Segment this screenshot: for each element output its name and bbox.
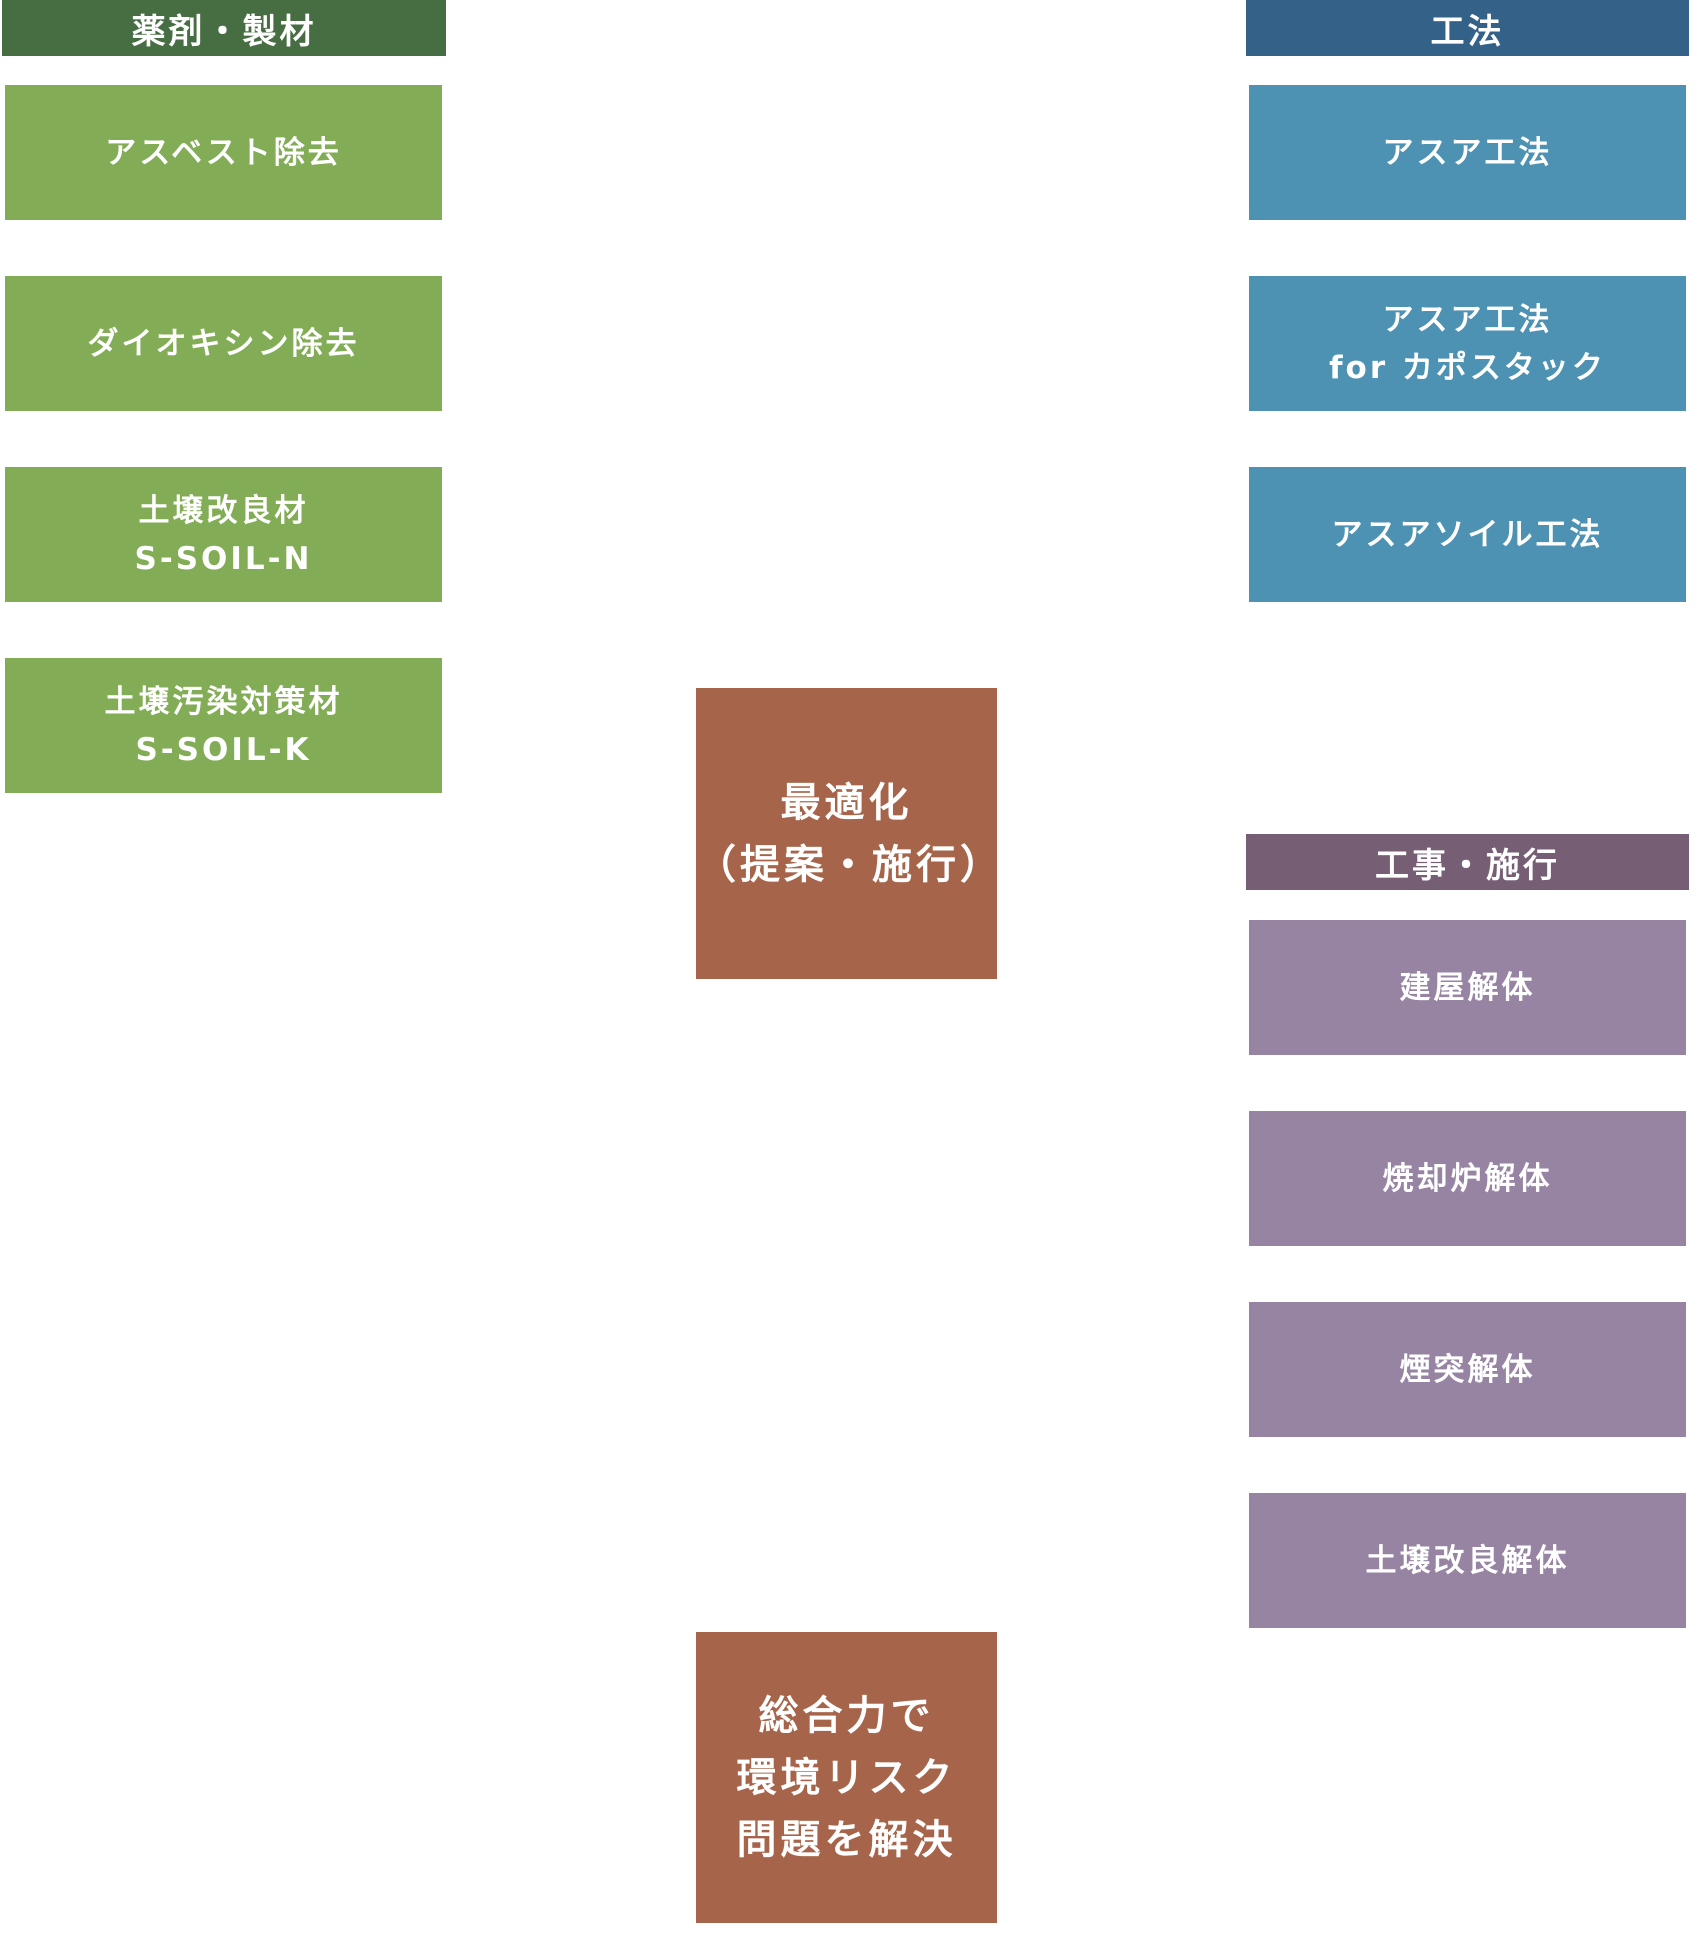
chemical-item-asbestos: アスベスト除去 [5, 85, 442, 220]
work-item-soil: 土壌改良解体 [1249, 1493, 1686, 1628]
work-item-building: 建屋解体 [1249, 920, 1686, 1055]
works-header: 工事・施行 [1246, 834, 1689, 890]
work-item-incinerator: 焼却炉解体 [1249, 1111, 1686, 1246]
methods-header: 工法 [1246, 0, 1689, 56]
method-item-asua-soil: アスアソイル工法 [1249, 467, 1686, 602]
chemical-item-s-soil-k: 土壌汚染対策材 S-SOIL-K [5, 658, 442, 793]
work-item-chimney: 煙突解体 [1249, 1302, 1686, 1437]
solution-box: 総合力で 環境リスク 問題を解決 [696, 1632, 997, 1923]
optimization-box: 最適化 （提案・施行） [696, 688, 1000, 979]
chemical-item-dioxin: ダイオキシン除去 [5, 276, 442, 411]
method-item-asua: アスア工法 [1249, 85, 1686, 220]
chemical-item-s-soil-n: 土壌改良材 S-SOIL-N [5, 467, 442, 602]
chemicals-header: 薬剤・製材 [2, 0, 446, 56]
method-item-asua-kaposta: アスア工法 for カポスタック [1249, 276, 1686, 411]
